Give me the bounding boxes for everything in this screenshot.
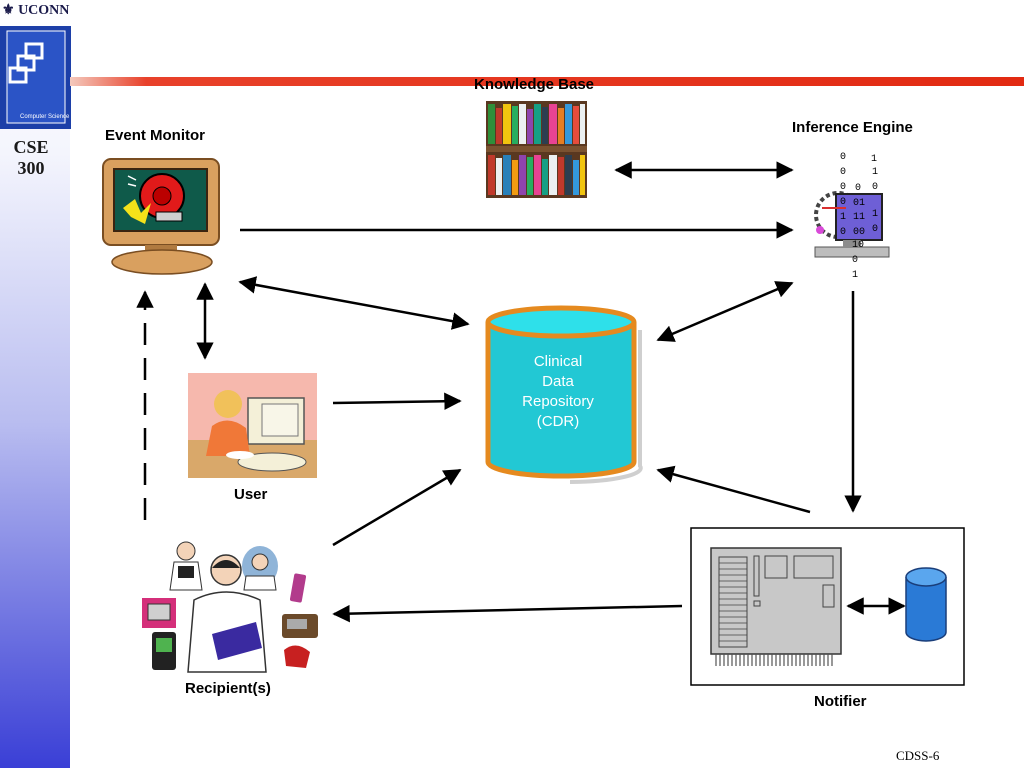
connectors: [136, 161, 906, 623]
bookshelf-icon: [486, 101, 587, 198]
svg-text:01: 01: [853, 198, 865, 209]
cse-logo: Computer Science: [0, 26, 71, 129]
arrow-inference-cdr: [656, 281, 794, 342]
event-monitor-label: Event Monitor: [105, 127, 205, 144]
svg-text:0: 0: [855, 183, 861, 194]
svg-text:0: 0: [840, 182, 846, 193]
svg-text:0: 0: [852, 255, 858, 266]
svg-text:11: 11: [853, 212, 865, 223]
svg-text:0: 0: [840, 197, 846, 208]
cdr-database-icon: [485, 305, 643, 484]
arrow-recipients-cdr: [332, 468, 462, 547]
svg-text:1: 1: [852, 270, 858, 281]
title-rule: [70, 77, 1024, 86]
ucon-wordmark: ⚜ UCONN: [2, 3, 70, 18]
svg-text:1: 1: [872, 167, 878, 178]
arrow-notifier-recipients: [332, 604, 683, 623]
notifier-label: Notifier: [814, 693, 867, 710]
svg-text:1: 1: [872, 209, 878, 220]
slide-number: CDSS-6: [896, 748, 940, 763]
inference-engine-icon: 0 1 0 0 1 0 0 0 01 1 11 1 0 00 0 10 0 1: [814, 152, 890, 281]
course-title: CSE 300: [13, 137, 49, 178]
user-at-computer-icon: [188, 373, 317, 478]
svg-text:0: 0: [872, 182, 878, 193]
knowledge-base-label: Knowledge Base: [474, 76, 595, 93]
event-monitor-icon: [102, 158, 220, 275]
inference-engine-label: Inference Engine: [792, 119, 913, 136]
svg-text:1: 1: [840, 212, 846, 223]
notifier-icon: [690, 527, 965, 686]
svg-text:0: 0: [840, 227, 846, 238]
svg-text:10: 10: [852, 240, 864, 251]
svg-text:0: 0: [840, 167, 846, 178]
svg-text:00: 00: [853, 227, 865, 238]
arrow-monitor-cdr: [238, 276, 470, 330]
user-label: User: [234, 486, 268, 503]
svg-text:1: 1: [871, 154, 877, 165]
arrow-notifier-cdr: [656, 465, 811, 514]
svg-text:Computer Science: Computer Science: [20, 114, 70, 120]
svg-text:0: 0: [872, 224, 878, 235]
recipients-icon: [142, 541, 318, 673]
recipients-label: Recipient(s): [185, 680, 271, 697]
arrow-user-cdr: [332, 392, 462, 410]
cdr-label: Clinical Data Repository (CDR): [522, 353, 594, 430]
svg-text:0: 0: [840, 152, 846, 163]
